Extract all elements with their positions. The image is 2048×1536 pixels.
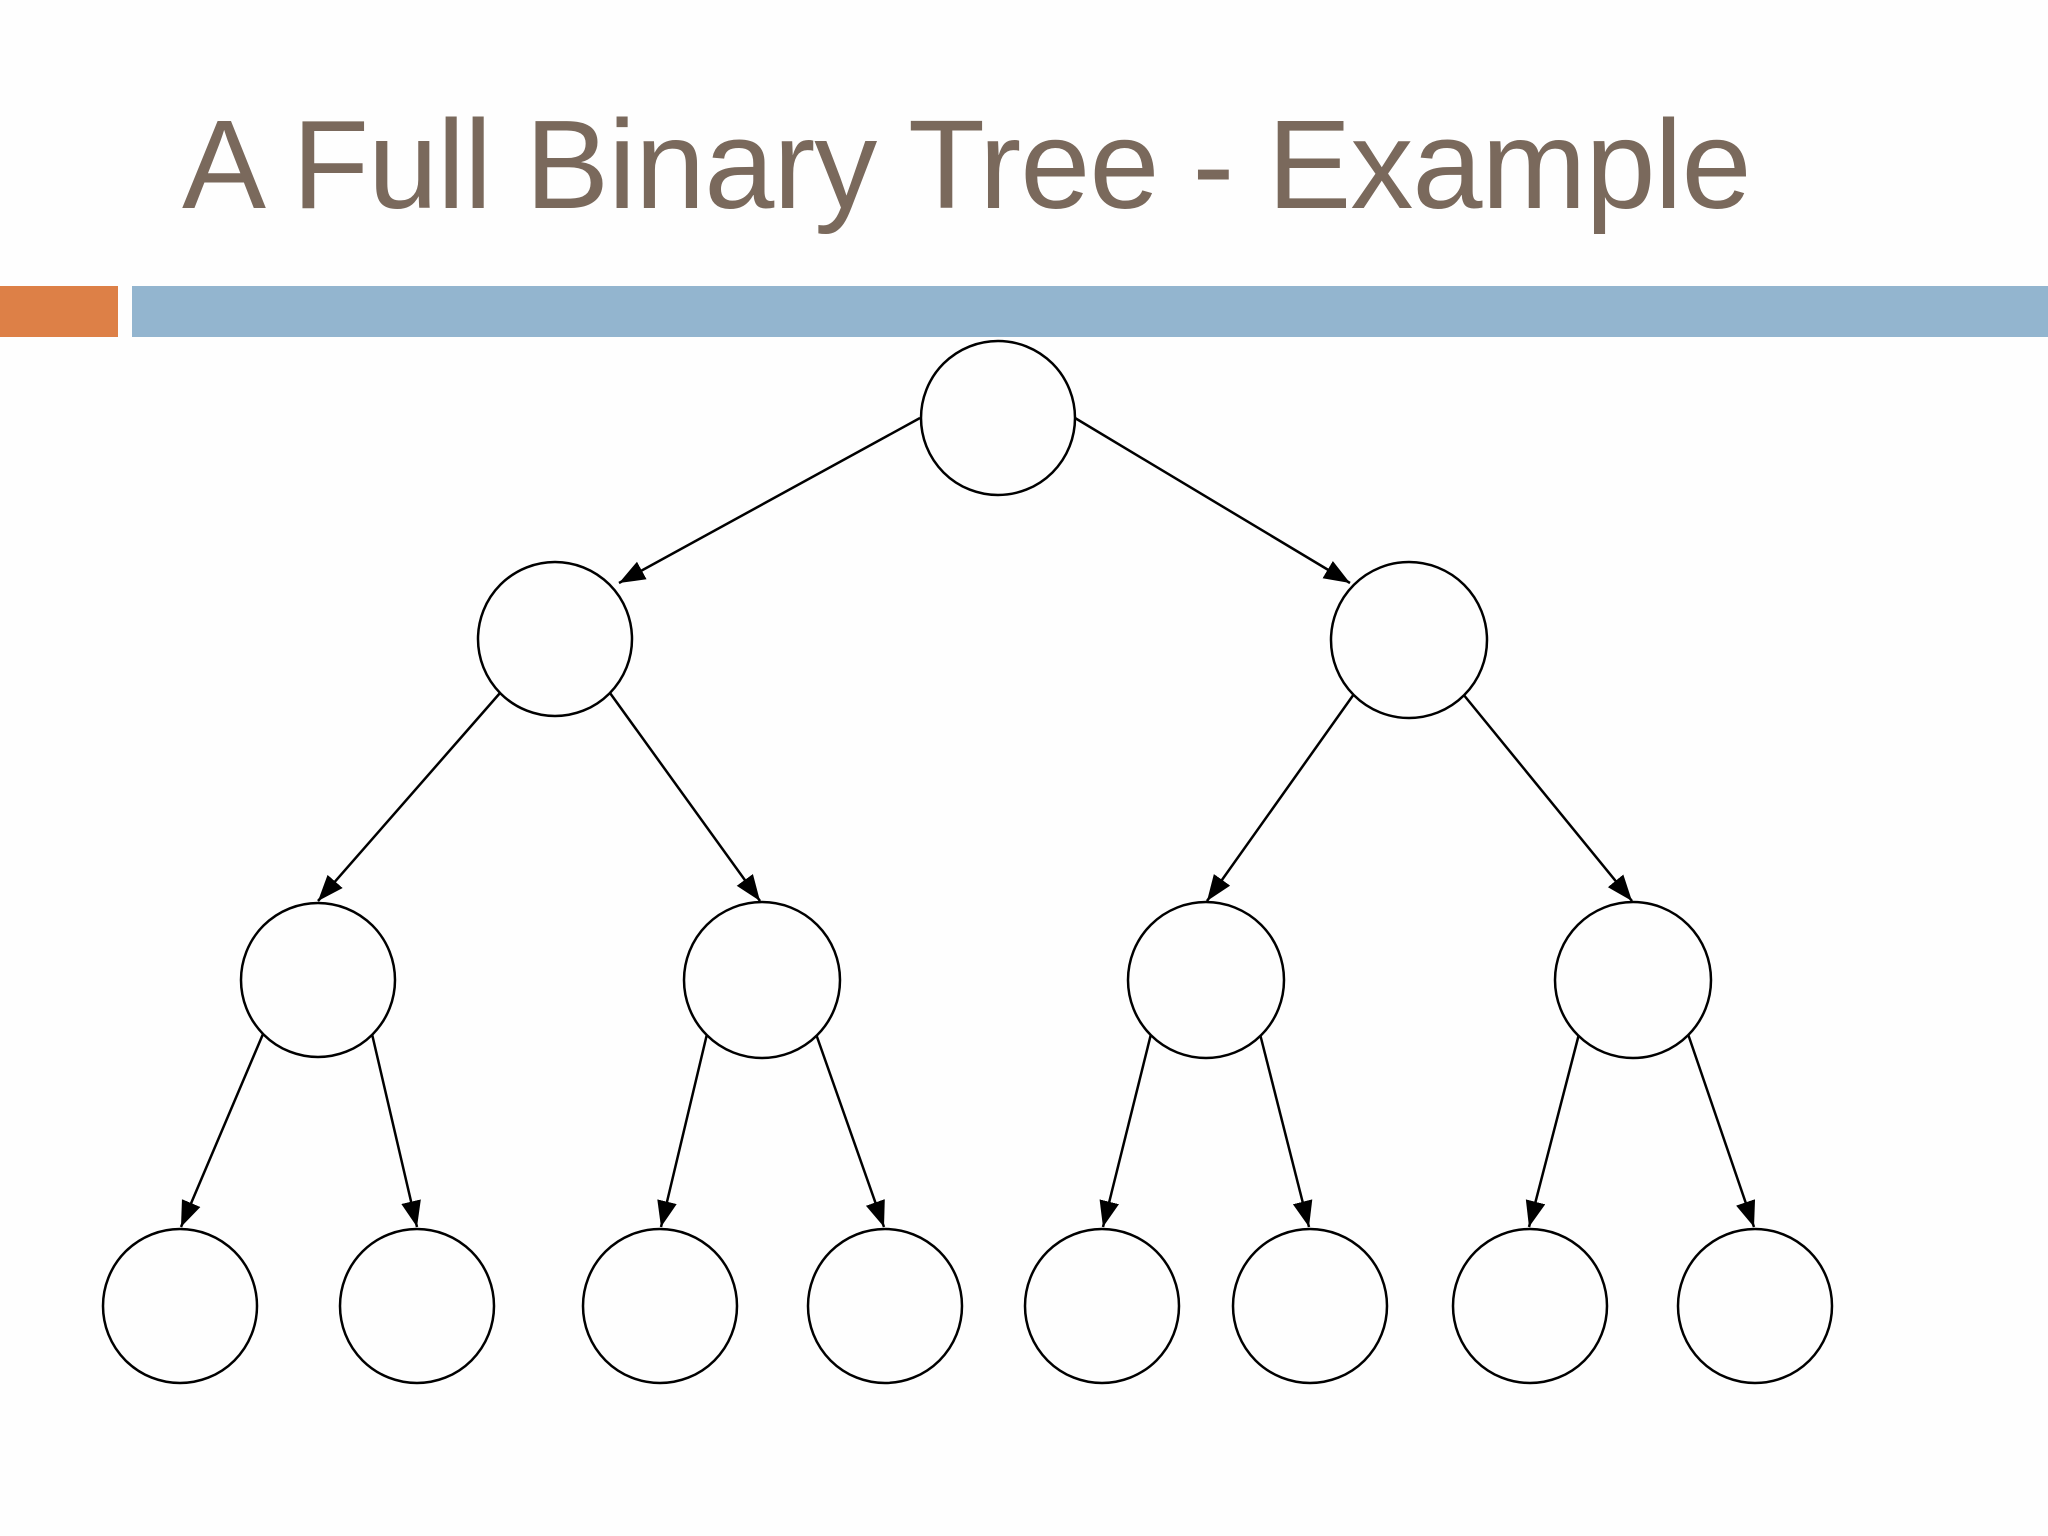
slide-title: A Full Binary Tree - Example [182, 94, 1752, 235]
tree-node-leaf-6 [1231, 1227, 1389, 1385]
tree-edge-root-to-n2-1 [618, 416, 921, 585]
tree-edge-root-to-n2-2 [1074, 416, 1351, 585]
tree-edge-n3-2-to-leaf-3 [657, 1033, 709, 1228]
tree-node-n3-2 [682, 900, 842, 1060]
tree-node-leaf-7 [1451, 1227, 1609, 1385]
tree-edge-n3-4-to-leaf-8 [1686, 1033, 1756, 1228]
tree-node-n3-4 [1553, 900, 1713, 1060]
tree-node-leaf-3 [581, 1227, 739, 1385]
tree-edge-n3-3-to-leaf-6 [1258, 1033, 1313, 1228]
tree-node-leaf-4 [806, 1227, 964, 1385]
tree-node-leaf-2 [338, 1227, 496, 1385]
tree-edge-n3-2-to-leaf-4 [814, 1033, 886, 1228]
tree-edge-n3-1-to-leaf-1 [179, 1033, 265, 1228]
tree-node-n2-1 [476, 560, 634, 718]
tree-node-leaf-8 [1676, 1227, 1834, 1385]
tree-node-leaf-5 [1023, 1227, 1181, 1385]
tree-node-n3-1 [239, 901, 397, 1059]
tree-node-leaf-1 [101, 1227, 259, 1385]
tree-edge-n2-1-to-n3-1 [317, 692, 501, 902]
tree-node-root [919, 339, 1077, 497]
tree-edge-n2-2-to-n3-3 [1205, 693, 1356, 902]
tree-edge-n3-4-to-leaf-7 [1525, 1033, 1581, 1228]
orange-accent-block [0, 286, 118, 337]
tree-node-n3-3 [1126, 900, 1286, 1060]
blue-divider-bar [132, 286, 2048, 337]
tree-node-n2-2 [1329, 560, 1489, 720]
tree-edge-n3-3-to-leaf-5 [1099, 1033, 1153, 1228]
tree-edge-n2-1-to-n3-2 [608, 692, 762, 902]
tree-edge-n2-2-to-n3-4 [1462, 693, 1633, 902]
tree-edge-n3-1-to-leaf-2 [370, 1033, 421, 1228]
